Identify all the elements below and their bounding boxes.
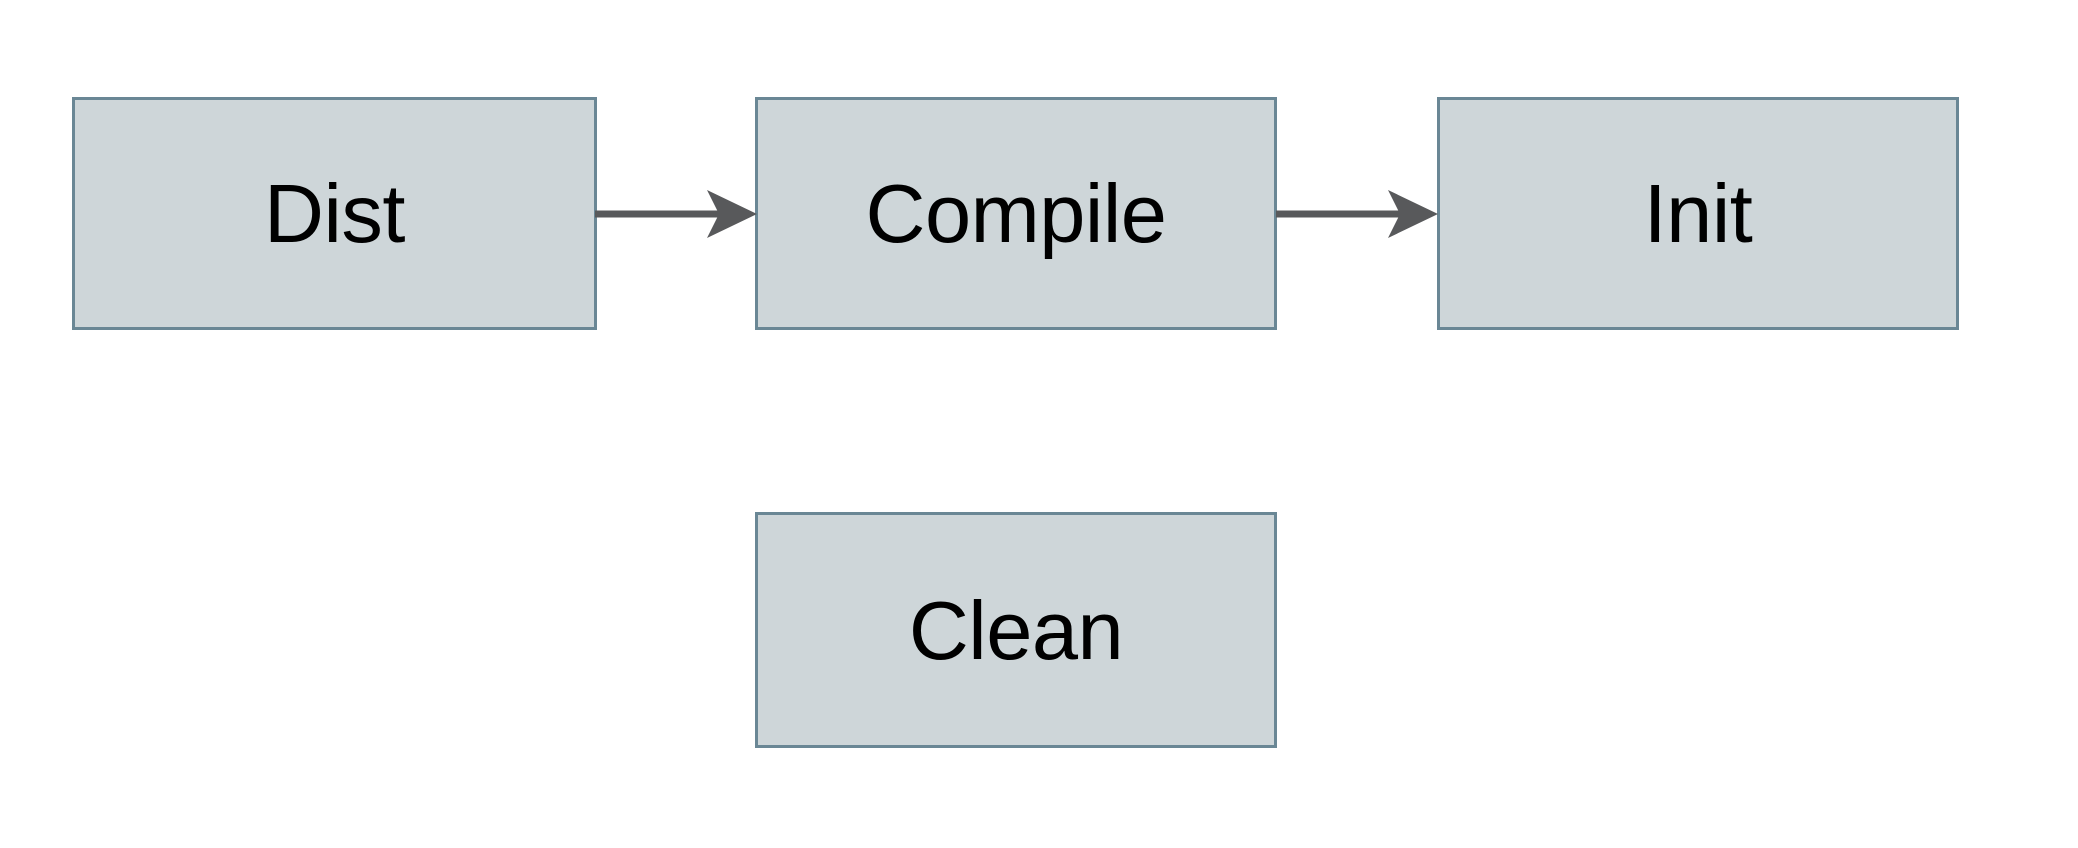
diagram-node-label: Compile	[865, 167, 1167, 260]
diagram-edge-dist-to-compile	[595, 190, 757, 238]
arrowhead-icon	[707, 190, 757, 238]
diagram-node-label: Dist	[264, 167, 405, 260]
diagram-node-clean[interactable]: Clean	[755, 512, 1277, 748]
diagram-node-label: Clean	[908, 583, 1124, 677]
arrowhead-icon	[1388, 190, 1438, 238]
diagram-node-label: Init	[1643, 167, 1753, 260]
diagram-edge-compile-to-init	[1276, 190, 1438, 238]
diagram-node-init[interactable]: Init	[1437, 97, 1959, 330]
diagram-node-compile[interactable]: Compile	[755, 97, 1277, 330]
diagram-node-dist[interactable]: Dist	[72, 97, 597, 330]
